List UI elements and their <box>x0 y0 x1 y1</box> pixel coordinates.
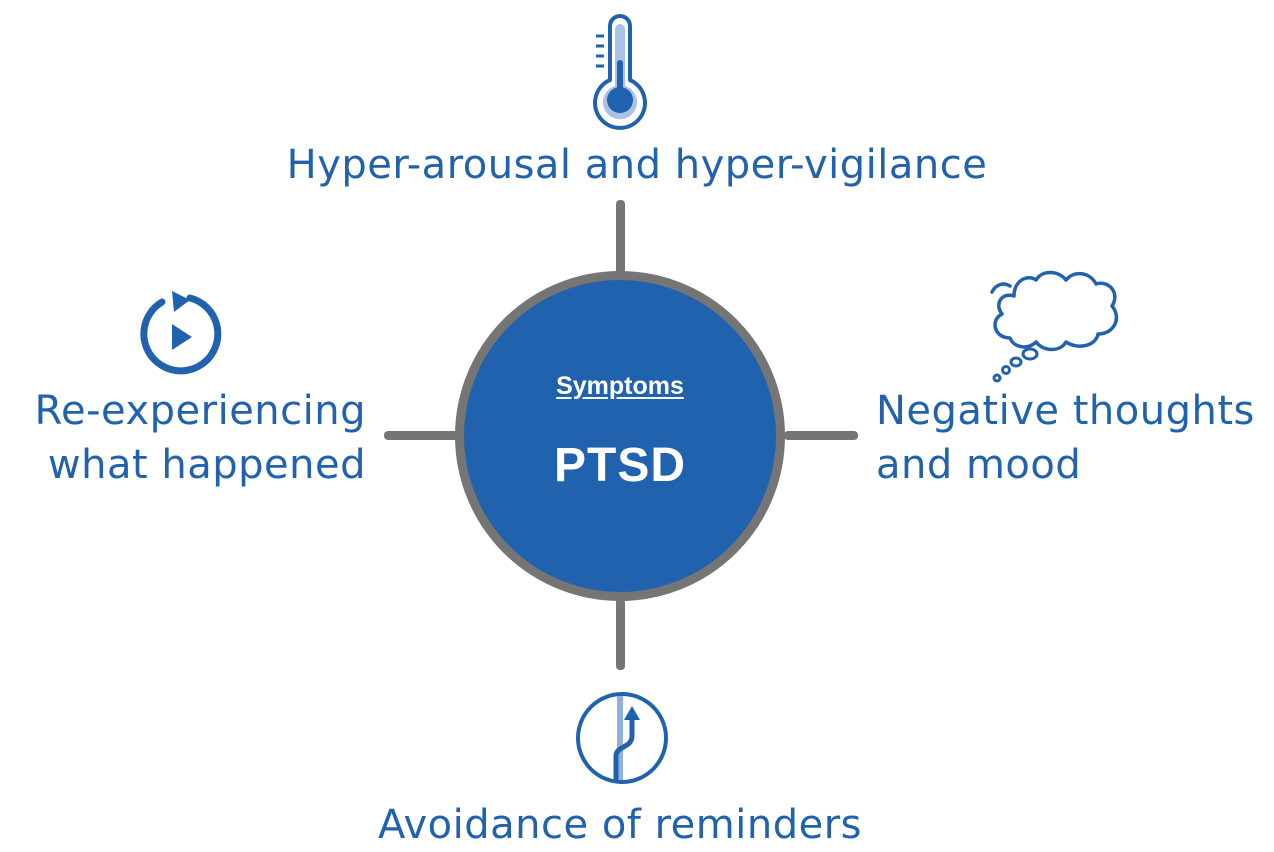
hub-title: PTSD <box>553 439 686 492</box>
symptom-label-re-experiencing-line-2: what happened <box>47 442 366 488</box>
connector-bottom <box>616 598 625 670</box>
symptom-label-negative-thoughts-line-1: Negative thoughts <box>876 388 1255 434</box>
symptom-label-re-experiencing: Re-experiencing what happened <box>10 384 366 492</box>
thought-cloud-icon <box>990 270 1119 383</box>
hub-caption: Symptoms <box>556 372 684 400</box>
symptom-label-negative-thoughts-line-2: and mood <box>876 442 1082 488</box>
thermometer-icon <box>593 14 647 130</box>
symptom-label-negative-thoughts: Negative thoughts and mood <box>876 384 1274 492</box>
replay-icon <box>140 291 222 375</box>
symptom-label-hyper-arousal: Hyper-arousal and hyper-vigilance <box>286 142 988 188</box>
connector-top <box>616 200 625 278</box>
central-hub-circle: Symptoms PTSD <box>455 271 785 601</box>
detour-icon <box>576 692 668 784</box>
connector-right <box>784 431 858 440</box>
symptom-label-re-experiencing-line-1: Re-experiencing <box>34 388 366 434</box>
connector-left <box>384 431 460 440</box>
symptom-label-avoidance: Avoidance of reminders <box>377 802 862 848</box>
